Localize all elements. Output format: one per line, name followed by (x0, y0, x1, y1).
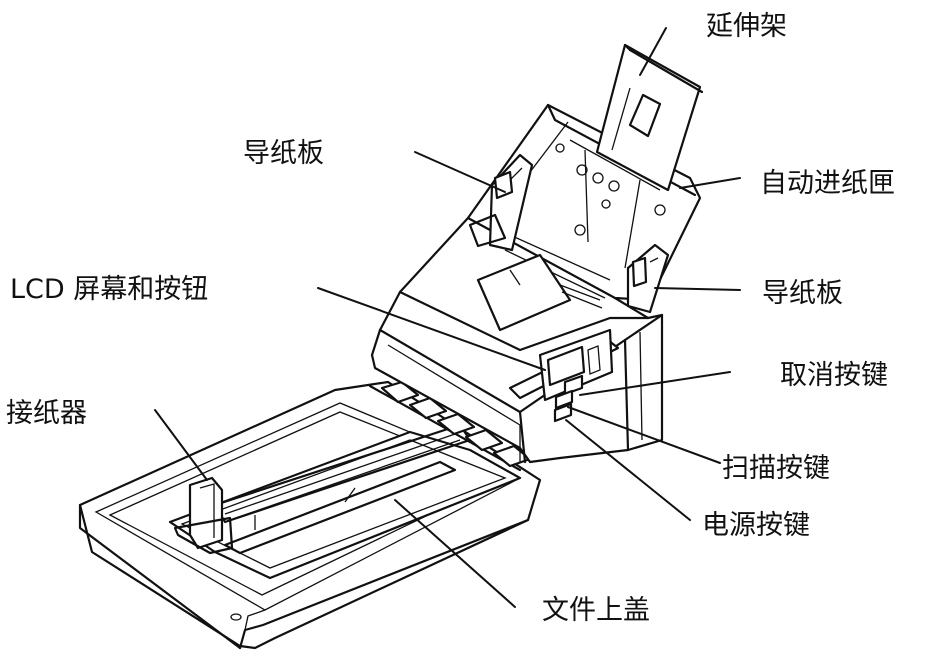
label-paper-guide-top: 导纸板 (243, 138, 324, 169)
paper-guide-right-part (626, 243, 670, 314)
label-paper-guide-right: 导纸板 (762, 278, 843, 309)
label-paper-stopper: 接纸器 (6, 398, 87, 429)
label-adf-tray: 自动进纸匣 (760, 168, 895, 199)
paper-stopper-part (173, 476, 234, 555)
label-power-button: 电源按键 (702, 510, 810, 541)
label-scan-button: 扫描按键 (722, 453, 830, 484)
label-extension-tray: 延伸架 (706, 11, 787, 42)
leader-lines (154, 27, 741, 608)
scanner-body (370, 203, 664, 464)
lcd-panel (508, 328, 620, 423)
output-ribs (380, 380, 532, 468)
label-lcd-buttons: LCD 屏幕和按钮 (10, 274, 209, 305)
extension-tray-part (595, 43, 704, 192)
label-cancel-button: 取消按键 (780, 360, 888, 391)
paper-guide-left-part (468, 153, 534, 252)
label-document-cover: 文件上盖 (542, 595, 650, 626)
